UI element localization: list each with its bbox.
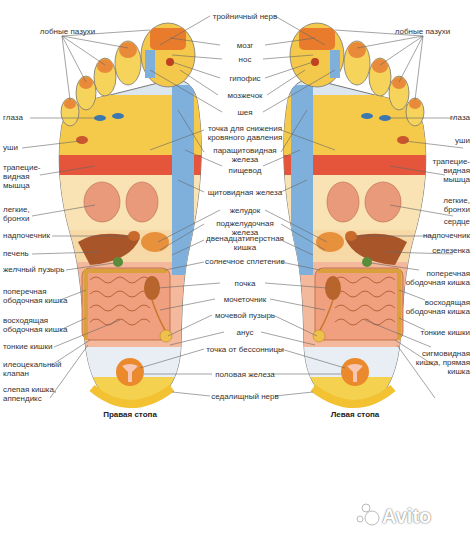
leader-line: [66, 263, 114, 270]
organ-label: лобные пазухи: [385, 27, 460, 36]
organ-label: уши: [3, 143, 43, 152]
organ-label: щитовидная железа: [203, 188, 287, 197]
toe: [61, 98, 79, 126]
gland-shape: [122, 364, 138, 382]
colon-shape: [86, 271, 167, 340]
intestine-loops: [90, 277, 150, 325]
organ-label: уши: [430, 136, 470, 145]
organ-label: двенадцатиперстная кишка: [203, 234, 287, 252]
organ-label: сердце: [410, 217, 470, 226]
eye-zone: [112, 113, 124, 119]
organ-label: солнечное сплетение: [203, 257, 287, 266]
organ-label: надпочечник: [410, 231, 470, 240]
organ-label: пищевод: [203, 166, 287, 175]
organ-label: шея: [203, 108, 287, 117]
toe: [94, 58, 116, 96]
organ-label: желудок: [203, 206, 287, 215]
logo-circle: [365, 511, 379, 525]
organ-label: надпочечник: [3, 231, 63, 240]
organ-label: легкие, бронхи: [430, 196, 470, 214]
leader-line: [140, 16, 224, 396]
organ-label: желчный пузырь: [3, 265, 71, 274]
organ-label: мочевой пузырь: [203, 311, 287, 320]
leader-line: [32, 252, 100, 254]
sinus-zone: [119, 42, 137, 58]
sciatic-zone: [92, 388, 172, 404]
ureter-shape: [152, 300, 165, 330]
leader-line: [40, 166, 95, 175]
toe: [115, 41, 141, 85]
organ-label: восходящая ободочная кишка: [3, 316, 69, 334]
toe: [76, 76, 96, 110]
organ-label: селезенка: [410, 246, 470, 255]
organ-label: мочеточник: [203, 295, 287, 304]
organ-label: трапецие-видная мышца: [426, 157, 470, 184]
leader-line: [32, 205, 95, 216]
organ-label: поперечная ободочная кишка: [3, 287, 69, 305]
organ-label: трапецие-видная мышца: [3, 163, 45, 190]
organ-label: сигмовидная кишка, прямая кишка: [404, 349, 470, 376]
big-toe: [141, 23, 195, 87]
watermark-logo: [357, 504, 379, 525]
leader-lines: [22, 16, 224, 398]
organ-label: глаза: [3, 113, 43, 122]
organ-label: тройничный нерв: [203, 12, 287, 21]
sinus-zone: [64, 99, 76, 109]
organ-label: илеоцекальный клапан: [3, 360, 63, 378]
gallbladder-shape: [113, 257, 123, 267]
lung-shape: [126, 182, 158, 222]
organ-label: половая железа: [203, 370, 287, 379]
intestine-shape: [82, 268, 170, 340]
organ-label: нос: [203, 55, 287, 64]
logo-circle: [357, 516, 363, 522]
leader-line: [52, 236, 130, 237]
organ-label: тонкие кишки: [404, 328, 470, 337]
brain-zone: [150, 28, 186, 50]
leader-line: [22, 141, 80, 148]
organ-label: гипофис: [203, 74, 287, 83]
foot-drawing: [22, 16, 224, 412]
foot-caption: Правая стопа: [80, 410, 180, 420]
organ-label: лобные пазухи: [30, 27, 105, 36]
organ-label: тонкие кишки: [3, 342, 69, 351]
organ-label: почка: [203, 279, 287, 288]
organ-label: печень: [3, 249, 63, 258]
organ-label: слепая кишка, аппендикс: [3, 385, 63, 403]
lung-shape: [84, 182, 120, 222]
ear-zone: [76, 136, 88, 144]
neck-zone: [145, 50, 155, 78]
organ-label: мозг: [203, 41, 287, 50]
organ-label: мозжечок: [203, 91, 287, 100]
organ-label: точка от бессонницы: [203, 345, 287, 354]
leader-line: [62, 30, 150, 100]
organ-label: глаза: [430, 113, 470, 122]
stomach-shape: [141, 232, 169, 252]
watermark: Avito: [382, 505, 467, 527]
sinus-zone: [79, 77, 93, 89]
organ-label: восходящая ободочная кишка: [404, 298, 470, 316]
organ-label: поперечная ободочная кишка: [404, 269, 470, 287]
organ-label: анус: [203, 328, 287, 337]
foot-caption: Левая стопа: [305, 410, 405, 420]
logo-circle: [362, 504, 370, 512]
organ-label: легкие, бронхи: [3, 205, 43, 223]
organ-label: точка для снижения кровяного давления: [203, 124, 287, 142]
gland-circle: [116, 358, 144, 386]
organ-label: седалищный нерв: [203, 392, 287, 401]
kidney-shape: [144, 276, 160, 300]
organ-label: паращитовидная железа: [203, 146, 287, 164]
bladder-shape: [160, 330, 172, 342]
leader-line: [30, 118, 98, 119]
